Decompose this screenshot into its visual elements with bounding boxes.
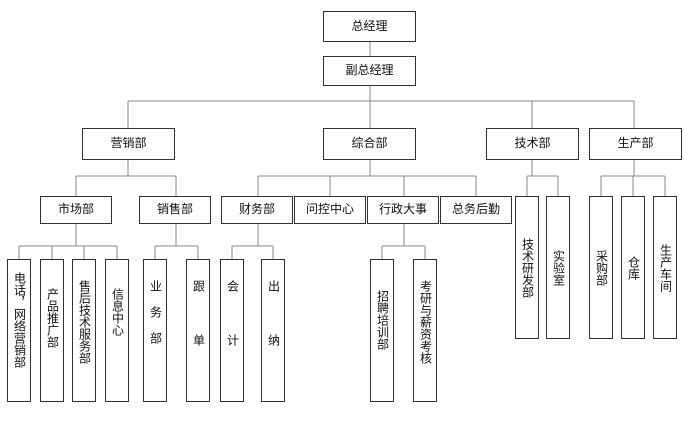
team-lab: 实验室 xyxy=(546,196,570,339)
unit-admin: 行政大事 xyxy=(367,196,439,224)
team-cashier-label: 出纳 xyxy=(266,280,281,388)
team-purchasing: 采购部 xyxy=(589,196,613,339)
deputy-gm-label: 副总经理 xyxy=(345,63,394,78)
team-product-promotion-label: 产品推广部 xyxy=(45,288,60,348)
team-warehouse: 仓库 xyxy=(621,196,645,339)
unit-finance-label: 财务部 xyxy=(238,202,275,217)
team-accounting: 会计 xyxy=(220,259,244,402)
team-product-promotion: 产品推广部 xyxy=(40,259,64,402)
unit-sales-label: 销售部 xyxy=(156,202,193,217)
dept-production-label: 生产部 xyxy=(617,136,654,151)
dept-production: 生产部 xyxy=(589,128,682,160)
team-recruit-training: 招聘培训部 xyxy=(370,259,394,402)
gm-label: 总经理 xyxy=(351,18,388,33)
unit-logistics: 总务后勤 xyxy=(440,196,512,224)
team-phone-online-marketing: 电话，网络营销部 xyxy=(7,259,31,402)
team-info-center: 信息中心 xyxy=(105,259,129,402)
dept-tech-label: 技术部 xyxy=(514,136,551,151)
unit-sales: 销售部 xyxy=(139,196,211,224)
dept-general-label: 综合部 xyxy=(351,136,388,151)
gm-box: 总经理 xyxy=(323,11,416,42)
team-cashier: 出纳 xyxy=(261,259,285,402)
dept-marketing-label: 营销部 xyxy=(110,136,147,151)
unit-admin-label: 行政大事 xyxy=(378,202,427,217)
team-workshop: 生产车间 xyxy=(653,196,677,339)
team-phone-online-marketing-label: 电话，网络营销部 xyxy=(12,272,27,368)
dept-tech: 技术部 xyxy=(486,128,579,160)
unit-control-center-label: 问控中心 xyxy=(305,202,354,217)
team-after-sales-service: 售后技术服务部 xyxy=(72,259,96,402)
team-lab-label: 实验室 xyxy=(551,249,566,286)
team-order-follow-label: 跟单 xyxy=(191,280,206,388)
team-evaluation-salary: 考研与薪资考核 xyxy=(413,259,437,402)
dept-general: 综合部 xyxy=(323,128,416,160)
team-warehouse-label: 仓库 xyxy=(626,255,641,280)
deputy-gm-box: 副总经理 xyxy=(323,56,416,86)
team-evaluation-salary-label: 考研与薪资考核 xyxy=(418,280,433,364)
team-tech-rd: 技术研发部 xyxy=(515,196,539,339)
team-order-follow: 跟单 xyxy=(186,259,210,402)
team-accounting-label: 会计 xyxy=(225,280,240,388)
unit-control-center: 问控中心 xyxy=(294,196,366,224)
team-business: 业务部 xyxy=(143,259,167,402)
team-info-center-label: 信息中心 xyxy=(110,288,125,336)
team-tech-rd-label: 技术研发部 xyxy=(520,237,535,298)
unit-market-label: 市场部 xyxy=(57,202,94,217)
team-workshop-label: 生产车间 xyxy=(658,243,673,292)
unit-finance: 财务部 xyxy=(221,196,293,224)
unit-market: 市场部 xyxy=(40,196,112,224)
dept-marketing: 营销部 xyxy=(82,128,175,160)
team-after-sales-service-label: 售后技术服务部 xyxy=(77,280,92,364)
unit-logistics-label: 总务后勤 xyxy=(451,202,500,217)
team-recruit-training-label: 招聘培训部 xyxy=(375,290,390,350)
team-purchasing-label: 采购部 xyxy=(594,249,609,286)
team-business-label: 业务部 xyxy=(148,280,163,358)
